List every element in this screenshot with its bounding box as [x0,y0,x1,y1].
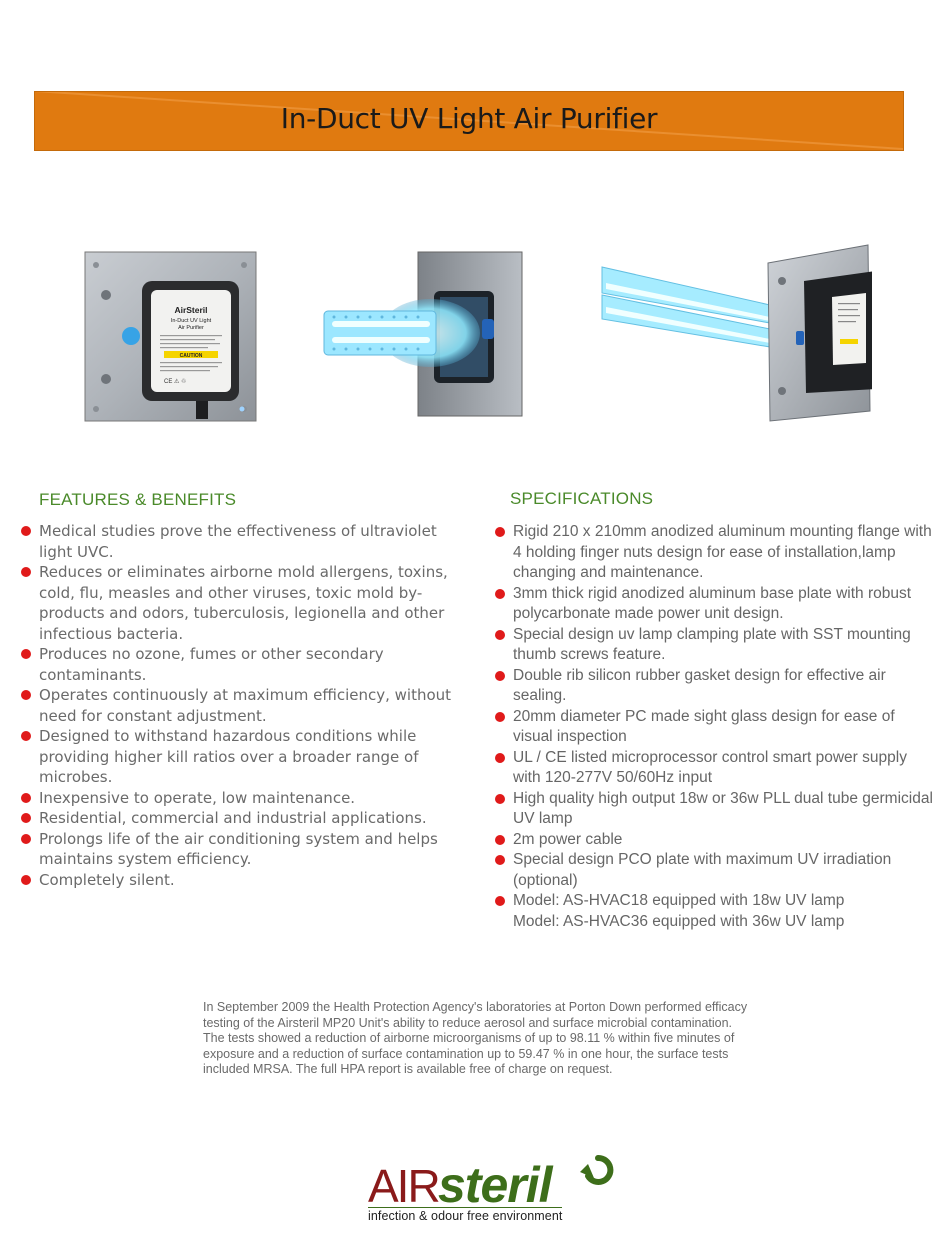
bullet-icon [21,813,31,823]
bullet-icon [21,649,31,659]
spec-item-text: UL / CE listed microprocessor control sm… [513,748,907,787]
spec-item: Special design uv lamp clamping plate wi… [495,625,935,666]
spec-item-text: Special design uv lamp clamping plate wi… [513,625,911,664]
spec-item: 3mm thick rigid anodized aluminum base p… [495,584,935,625]
recycle-swirl-icon [580,1154,614,1185]
logo-air: AIR [368,1160,439,1208]
feature-item: Operates continuously at maximum efficie… [21,685,471,726]
bullet-icon [21,526,31,536]
feature-item-text: Medical studies prove the effectiveness … [39,522,437,561]
spec-item-text: Double rib silicon rubber gasket design … [513,666,886,705]
spec-item-text: 3mm thick rigid anodized aluminum base p… [513,584,912,623]
product-photo-angled [601,244,872,422]
spec-item-text: Model: AS-HVAC36 equipped with 36w UV la… [513,912,845,930]
bullet-icon [21,731,31,741]
logo-wordmark: AIR steril [368,1154,614,1213]
bullet-icon [495,793,505,804]
spec-item-text: Special design PCO plate with maximum UV… [513,851,892,889]
label-line2: Air Purifier [178,325,204,331]
logo-steril: steril [438,1157,554,1208]
bullet-icon [21,567,31,577]
features-list: Medical studies prove the effectiveness … [21,521,471,890]
feature-item-text: Operates continuously at maximum efficie… [39,686,452,725]
spec-item: High quality high output 18w or 36w PLL … [495,789,935,830]
spec-item-text: 2m power cable [513,830,623,848]
label-caution: CAUTION [180,353,203,359]
bullet-icon [495,711,505,722]
feature-item: Medical studies prove the effectiveness … [21,521,471,562]
bullet-icon [495,588,505,599]
spec-item: 2m power cable [495,830,935,851]
feature-item: Reduces or eliminates airborne mold alle… [21,562,471,644]
feature-item: Completely silent. [21,870,471,891]
bullet-icon [495,752,505,763]
bullet-icon [495,855,505,865]
hpa-paragraph-2: The tests showed a reduction of airborne… [203,1031,735,1077]
bullet-icon [21,833,31,844]
spec-item-text: 20mm diameter PC made sight glass design… [513,707,895,746]
spec-item: Model: AS-HVAC36 equipped with 36w UV la… [495,912,935,933]
product-photo-side [323,251,523,417]
spec-item-text: Rigid 210 x 210mm anodized aluminum moun… [513,523,932,581]
specifications-heading: SPECIFICATIONS [510,489,654,508]
spec-item: Rigid 210 x 210mm anodized aluminum moun… [495,522,935,584]
feature-item-text: Produces no ozone, fumes or other second… [39,645,384,684]
specifications-list: Rigid 210 x 210mm anodized aluminum moun… [495,522,935,932]
title-banner: In-Duct UV Light Air Purifier [34,91,904,151]
page-title: In-Duct UV Light Air Purifier [280,102,658,135]
feature-item-text: Inexpensive to operate, low maintenance. [39,788,356,807]
feature-item-text: Reduces or eliminates airborne mold alle… [39,563,448,643]
hpa-statement: In September 2009 the Health Protection … [203,1000,763,1078]
feature-item-text: Residential, commercial and industrial a… [39,809,427,827]
hpa-paragraph-1: In September 2009 the Health Protection … [203,1000,748,1030]
bullet-icon [21,874,31,885]
feature-item: Inexpensive to operate, low maintenance. [21,788,471,809]
spec-item: UL / CE listed microprocessor control sm… [495,748,935,789]
airsteril-logo: AIR steril infection & odour free enviro… [366,1148,626,1228]
feature-item: Residential, commercial and industrial a… [21,808,471,829]
bullet-icon [21,690,31,700]
bullet-icon [495,896,505,906]
feature-item: Prolongs life of the air conditioning sy… [21,829,471,870]
feature-item: Produces no ozone, fumes or other second… [21,644,471,685]
spec-item: Model: AS-HVAC18 equipped with 18w UV la… [495,891,935,912]
logo-tagline: infection & odour free environment [368,1207,563,1223]
spec-item-text: High quality high output 18w or 36w PLL … [513,789,933,828]
bullet-icon [495,834,505,845]
svg-text:CE ⚠ ♲: CE ⚠ ♲ [164,378,186,385]
bullet-icon [495,629,505,640]
label-brand: AirSteril [174,305,207,315]
feature-item-text: Completely silent. [39,870,175,889]
bullet-icon [21,792,31,803]
banner-decoration [35,92,903,150]
bullet-icon [495,527,505,537]
spec-item: Double rib silicon rubber gasket design … [495,666,935,707]
spec-item-text: Model: AS-HVAC18 equipped with 18w UV la… [513,892,845,909]
feature-item-text: Designed to withstand hazardous conditio… [39,727,419,786]
sight-glass-icon [122,327,140,345]
spec-item: 20mm diameter PC made sight glass design… [495,707,935,748]
feature-item-text: Prolongs life of the air conditioning sy… [39,829,438,869]
product-photo-front: AirSteril In-Duct UV Light Air Purifier … [84,251,257,422]
spec-item: Special design PCO plate with maximum UV… [495,850,935,891]
features-heading: FEATURES & BENEFITS [39,490,237,509]
bullet-icon [495,670,505,681]
feature-item: Designed to withstand hazardous conditio… [21,726,471,788]
label-line1: In-Duct UV Light [171,318,212,324]
